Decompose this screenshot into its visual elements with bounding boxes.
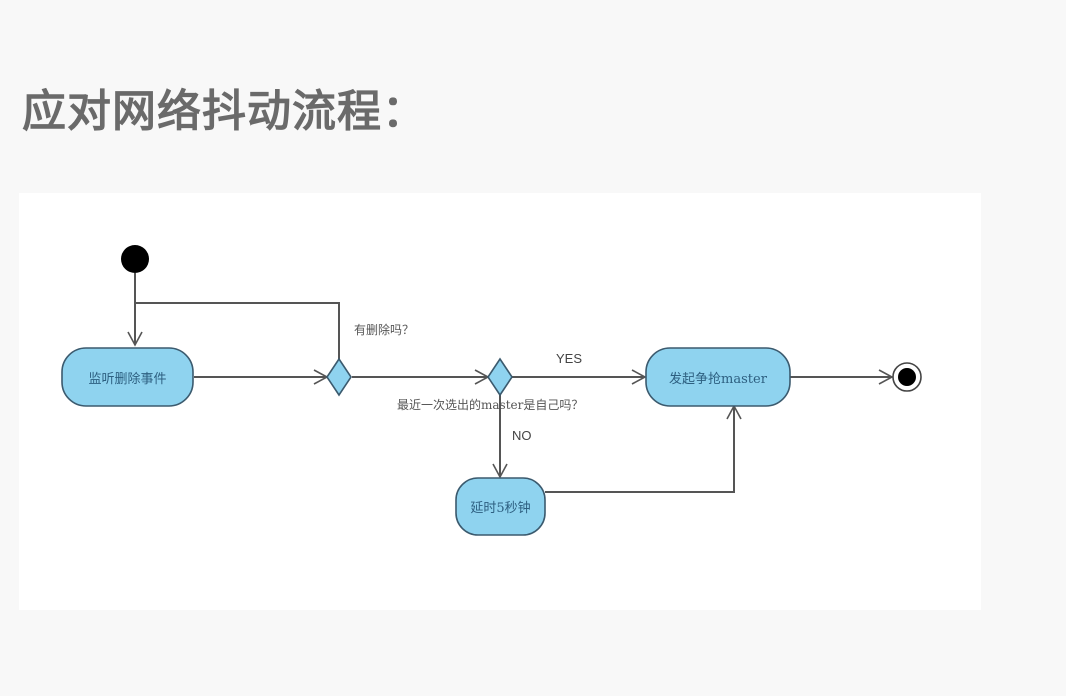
initial-node xyxy=(121,245,149,273)
decision-label-delete: 有删除吗？ xyxy=(354,323,415,337)
action-node-compete[interactable] xyxy=(645,347,791,407)
guard-label-yes: YES xyxy=(556,351,583,366)
action-node-delay[interactable] xyxy=(455,477,546,536)
decision-node-delete[interactable] xyxy=(326,357,352,397)
edge-delay-to-compete xyxy=(545,404,742,493)
decision-label-master: 最近一次选出的master是自己吗？ xyxy=(397,398,584,412)
final-node-dot xyxy=(898,368,916,386)
edge-decision-loop-back xyxy=(135,302,340,359)
action-node-watch[interactable] xyxy=(61,347,194,407)
guard-label-no: NO xyxy=(512,428,532,443)
page-title: 应对网络抖动流程： xyxy=(22,86,427,137)
activity-diagram xyxy=(61,245,922,536)
decision-node-master[interactable] xyxy=(487,357,513,397)
diagram-canvas: 监听删除事件 发起争抢master 延时5秒钟 有删除吗？ 最近一次选出的mas… xyxy=(19,193,981,610)
